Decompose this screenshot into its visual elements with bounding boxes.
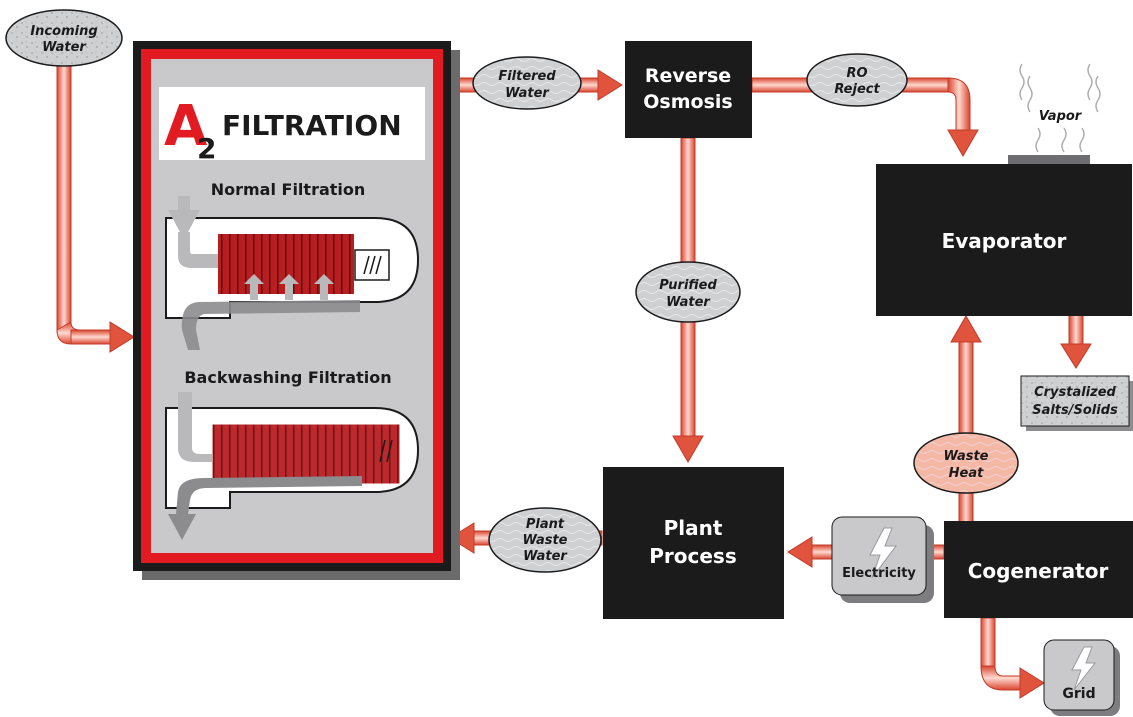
vapor-label: Vapor xyxy=(1019,63,1101,153)
pipe-incoming-vertical xyxy=(56,59,72,333)
pipe-salts xyxy=(1068,313,1084,347)
arrow-into-plant-electric xyxy=(787,536,813,568)
arrow-into-filter-waste xyxy=(449,522,475,554)
salts-tray: Crystalized Salts/Solids xyxy=(1020,375,1133,431)
electricity-block: Electricity xyxy=(831,516,934,603)
pipe-grid-elbow xyxy=(980,665,1023,691)
backwashing-filtration-label: Backwashing Filtration xyxy=(184,368,391,387)
pipe-ro-reject-elbow xyxy=(947,77,971,133)
svg-text:Vapor: Vapor xyxy=(1039,109,1083,124)
normal-filtration-label: Normal Filtration xyxy=(211,180,366,199)
lightning-icon xyxy=(1071,646,1097,691)
svg-text:Plant: Plant xyxy=(526,517,565,532)
arrow-into-plant xyxy=(672,435,704,464)
svg-text:Incoming: Incoming xyxy=(30,24,97,39)
svg-text:Osmosis: Osmosis xyxy=(643,91,732,113)
pipe-grid-vertical xyxy=(980,617,996,669)
svg-text:Water: Water xyxy=(523,549,568,564)
brand-logo-subscript: 2 xyxy=(197,132,216,165)
oval-filtered-water: Filtered Water xyxy=(472,56,582,110)
svg-text:Purified: Purified xyxy=(659,278,717,293)
box-evaporator: Evaporator xyxy=(876,155,1132,316)
grid-block: Grid xyxy=(1043,639,1120,716)
svg-text:Crystalized: Crystalized xyxy=(1034,385,1116,400)
oval-incoming-water: Incoming Water xyxy=(5,9,123,67)
backwash-filter-illustration xyxy=(165,392,420,540)
svg-text:Filtered: Filtered xyxy=(498,69,556,84)
arrow-into-evaporator xyxy=(947,129,979,158)
svg-text:Evaporator: Evaporator xyxy=(942,229,1067,253)
oval-ro-reject: RO Reject xyxy=(806,53,908,107)
brand-banner xyxy=(159,87,425,160)
oval-purified-water: Purified Water xyxy=(635,261,741,323)
box-cogenerator: Cogenerator xyxy=(944,521,1133,618)
arrow-into-filter xyxy=(109,321,135,353)
oval-waste-heat: Waste Heat xyxy=(913,432,1019,494)
svg-text:Cogenerator: Cogenerator xyxy=(968,559,1109,583)
svg-text:Electricity: Electricity xyxy=(842,566,916,581)
svg-text:Grid: Grid xyxy=(1062,686,1095,702)
arrow-into-grid xyxy=(1019,667,1045,699)
svg-text:Water: Water xyxy=(505,86,550,101)
svg-text:Salts/Solids: Salts/Solids xyxy=(1032,403,1118,418)
box-plant-process: Plant Process xyxy=(603,467,784,619)
svg-text:RO: RO xyxy=(846,66,867,81)
oval-plant-waste-water: Plant Waste Water xyxy=(488,507,602,573)
normal-filter-illustration xyxy=(165,196,420,350)
arrow-into-evaporator-heat xyxy=(950,314,982,343)
svg-text:Plant: Plant xyxy=(664,516,723,540)
pipe-incoming-horizontal xyxy=(70,329,114,345)
brand-title: FILTRATION xyxy=(222,109,402,142)
svg-text:Waste: Waste xyxy=(523,533,568,548)
box-reverse-osmosis: Reverse Osmosis xyxy=(625,41,752,138)
evaporator-lid xyxy=(1008,155,1090,164)
svg-text:Water: Water xyxy=(666,295,711,310)
brand-logo-letter: A xyxy=(164,94,208,159)
arrow-into-salts xyxy=(1060,343,1092,369)
svg-text:Water: Water xyxy=(42,40,87,55)
lightning-icon xyxy=(869,527,897,579)
filtration-panel: A 2 FILTRATION Normal Filtration Backwas… xyxy=(133,41,460,580)
arrow-into-ro xyxy=(597,69,623,101)
svg-text:Heat: Heat xyxy=(949,466,984,481)
svg-text:Reverse: Reverse xyxy=(645,65,731,87)
svg-text:Waste: Waste xyxy=(944,449,989,464)
pipe-waste-heat xyxy=(958,339,974,523)
svg-text:Process: Process xyxy=(649,544,737,568)
svg-text:Reject: Reject xyxy=(834,82,880,97)
